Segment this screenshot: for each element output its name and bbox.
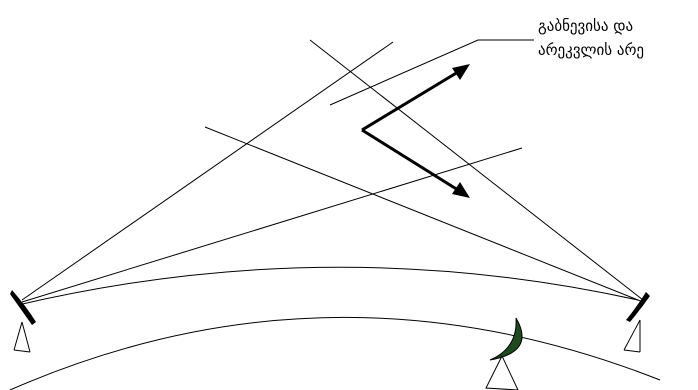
right-beam-lower [204,126,644,303]
left-beam-upper [21,41,394,301]
scatter-region-caption: გაბნევისა და არეკვლის არე [538,14,698,62]
crescent-antenna-icon [489,317,523,361]
left-dish-base [13,349,31,353]
parabolic-dish-icon [626,292,650,322]
caption-leader-line [329,39,534,106]
scatter-arrowhead-down [452,182,470,198]
right-dish-antenna [623,292,650,353]
right-dish-mast [623,319,641,351]
center-receiver-antenna [485,317,523,390]
caption-line-1: გაბნევისა და [538,17,634,35]
left-dish-leg [13,321,23,351]
right-dish-base [623,349,641,353]
receiver-stand [485,354,519,390]
scatter-arrows [361,64,470,198]
earth-surface-outer-arc [17,266,639,306]
left-beam-lower [21,147,523,303]
scatter-arrowhead-up [452,64,470,80]
parabolic-dish-icon [10,290,36,325]
left-dish-mast [21,321,31,353]
caption-line-2: არეკვლის არე [538,41,645,59]
earth-surface-inner-arc [9,316,661,390]
scatter-arrow-up [361,70,459,132]
left-dish-antenna [10,290,36,353]
right-beam-upper [309,39,644,301]
scatter-arrow-down [361,128,459,192]
